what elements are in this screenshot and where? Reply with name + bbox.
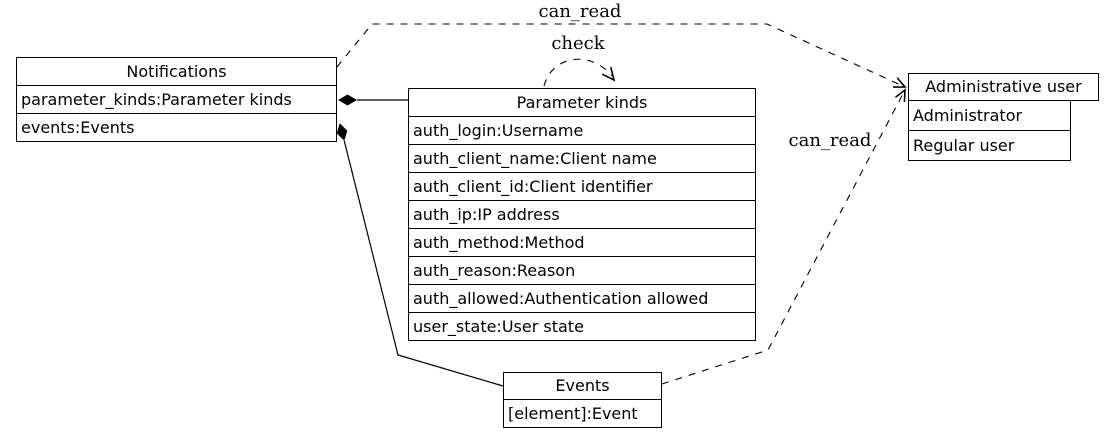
attribute-row-events: events:Events [16,113,337,142]
attribute-row-regular-user: Regular user [908,130,1071,161]
arrowhead-can-read-bottom [895,88,906,103]
attribute-row-auth-ip: auth_ip:IP address [408,200,756,229]
node-events-title: Events [503,372,662,400]
composition-diamond-parameter-kinds [338,94,357,106]
node-administrative-user-title: Administrative user [908,73,1099,101]
attribute-row-user-state: user_state:User state [408,312,756,341]
node-parameter-kinds-title: Parameter kinds [408,88,756,117]
node-notifications-title: Notifications [16,57,337,86]
attribute-row-administrator: Administrator [908,100,1071,131]
node-parameter-kinds: Parameter kinds auth_login:Username auth… [408,88,756,341]
node-notifications: Notifications parameter_kinds:Parameter … [16,57,337,142]
arrowhead-check [601,67,616,82]
attribute-row-parameter-kinds: parameter_kinds:Parameter kinds [16,85,337,114]
attribute-row-auth-reason: auth_reason:Reason [408,256,756,285]
attribute-row-auth-login: auth_login:Username [408,116,756,145]
arrowhead-can-read-top [892,77,907,88]
node-events: Events [element]:Event [503,372,662,428]
edge-check-self-loop [543,58,613,87]
attribute-row-auth-client-id: auth_client_id:Client identifier [408,172,756,201]
attribute-row-element-event: [element]:Event [503,399,662,428]
attribute-row-auth-allowed: auth_allowed:Authentication allowed [408,284,756,313]
attribute-row-auth-client-name: auth_client_name:Client name [408,144,756,173]
edge-label-can-read-bottom: can_read [788,130,872,151]
composition-diamond-events [336,123,348,141]
edge-label-can-read-top: can_read [538,1,622,22]
node-administrative-user: Administrative user Administrator Regula… [908,73,1099,161]
attribute-row-auth-method: auth_method:Method [408,228,756,257]
edge-label-check: check [551,33,605,54]
